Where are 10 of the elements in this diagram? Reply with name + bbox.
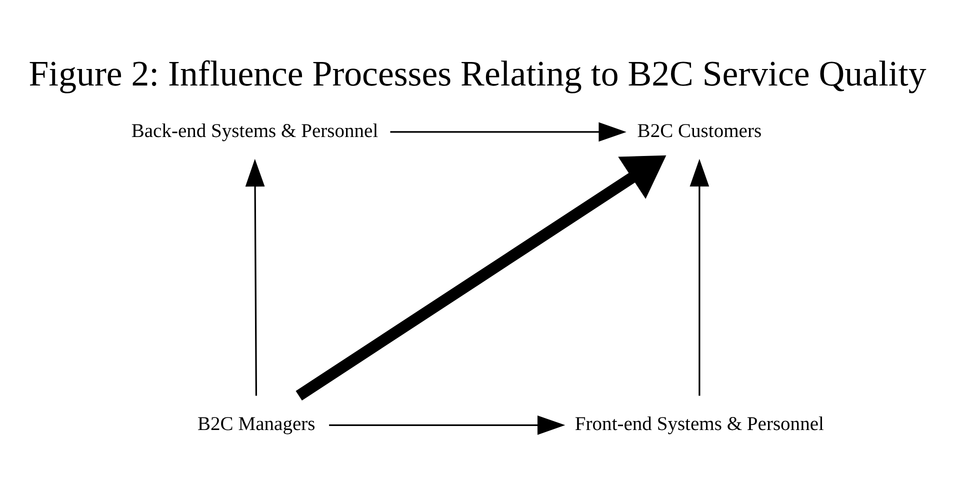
node-text: B2C Customers — [637, 120, 762, 142]
arrow — [390, 122, 626, 142]
arrow — [690, 158, 710, 396]
node-text: Back-end Systems & Personnel — [131, 120, 378, 142]
arrow — [329, 414, 566, 434]
diagram-title: Figure 2: Influence Processes Relating to B2C Service Quality — [28, 53, 926, 94]
arrow — [296, 154, 666, 400]
node-text: Front-end Systems & Personnel — [574, 414, 824, 435]
arrow — [245, 158, 265, 396]
node-text: B2C Managers — [198, 414, 316, 435]
